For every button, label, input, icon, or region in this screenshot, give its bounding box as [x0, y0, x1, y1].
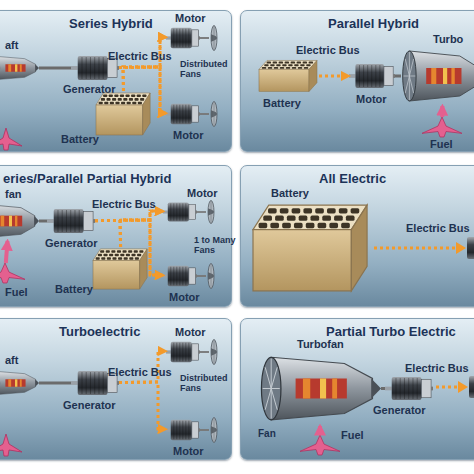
component-node: Motor: [163, 200, 223, 224]
component-label: Motor: [175, 12, 206, 25]
motor-body: [166, 104, 200, 124]
component-node: Battery: [259, 59, 319, 93]
component-label: Battery: [263, 97, 301, 110]
turbo-icon: [0, 54, 39, 82]
component-label: Motor: [356, 93, 387, 106]
component-node: aft: [0, 54, 39, 82]
motorfan-icon: [163, 200, 223, 224]
motor-body: [166, 420, 200, 440]
panel-title: All Electric: [319, 171, 386, 186]
bat-icon: [93, 247, 149, 291]
panel-title: Turboelectric: [59, 324, 140, 339]
component-label: Motor: [187, 187, 218, 200]
component-label: Motor: [173, 445, 204, 458]
motor-body: [163, 266, 197, 286]
fuel-icon: [0, 263, 25, 283]
motor-body: [385, 377, 433, 400]
component-node: Turbofan: [259, 351, 381, 426]
component-label: Generator: [63, 399, 116, 412]
motor-body: [47, 209, 95, 233]
gen-icon: [47, 208, 95, 234]
component-node: Fuel: [422, 117, 462, 137]
component-label: aft: [5, 354, 18, 367]
component-label: Motor: [175, 326, 206, 339]
component-label: Battery: [271, 187, 309, 200]
component-label: Turbo: [433, 33, 463, 46]
turbo-icon: [259, 351, 381, 426]
component-node: Motor: [166, 101, 226, 127]
component-node: Motor: [166, 339, 226, 365]
motor-body: [166, 28, 200, 48]
component-node: Motor: [166, 25, 226, 51]
motorfan-icon: [166, 339, 226, 365]
component-node: Generator: [47, 208, 95, 234]
motor-body: [349, 64, 395, 88]
component-label: aft: [5, 39, 18, 52]
component-node: Fuel: [300, 435, 340, 455]
motorfan-icon: [166, 101, 226, 127]
component-node: Battery: [253, 201, 371, 295]
annotation-label: Fan: [258, 428, 276, 439]
motor-body: [71, 371, 119, 395]
annotation-label: Electric Bus: [108, 50, 172, 62]
component-node: aft: [0, 369, 39, 397]
motorfan-icon: [163, 263, 223, 289]
component-label: Generator: [45, 237, 98, 250]
component-node: Motor: [166, 417, 226, 443]
panel-title: Partial Turbo Electric: [326, 324, 456, 339]
motor-body: [166, 342, 200, 362]
motor-body: [163, 203, 197, 222]
motorfan-icon: [166, 417, 226, 443]
component-label: Battery: [55, 283, 93, 296]
component-label: Fuel: [5, 286, 28, 299]
panel-title: eries/Parallel Partial Hybrid: [3, 171, 171, 186]
annotation-label: Distributed Fans: [180, 60, 232, 80]
component-node: Turbo: [401, 46, 474, 106]
fuel-icon: [300, 435, 340, 455]
component-label: Motor: [169, 291, 200, 304]
component-node: Generator: [385, 376, 433, 401]
component-label: Turbofan: [297, 338, 344, 351]
annotation-label: Electric Bus: [296, 44, 360, 56]
component-label: Motor: [173, 129, 204, 142]
architecture-panel: Parallel HybridBatteryMotorTurboFuel: [240, 10, 474, 152]
component-node: Fuel: [0, 263, 25, 283]
component-label: Fuel: [430, 138, 453, 151]
component-node: fan: [0, 201, 39, 241]
turbo-icon: [401, 46, 474, 106]
motor-cropped: [469, 376, 474, 398]
panel-title: Series Hybrid: [69, 16, 153, 31]
bat-icon: [253, 201, 371, 295]
motor-body: [71, 56, 119, 80]
motorfan-icon: [166, 25, 226, 51]
component-node: Motor: [349, 63, 395, 89]
panel-title: Parallel Hybrid: [328, 16, 419, 31]
component-label: Battery: [61, 133, 99, 146]
annotation-label: 1 to Many Fans: [194, 236, 240, 256]
bat-icon: [259, 59, 319, 93]
annotation-label: Distributed Fans: [180, 374, 232, 394]
annotation-label: Electric Bus: [406, 222, 470, 234]
component-label: Fuel: [341, 429, 364, 442]
annotation-label: Electric Bus: [405, 362, 469, 374]
component-label: fan: [5, 188, 22, 201]
motor-cropped: [467, 237, 474, 259]
annotation-label: Electric Bus: [108, 366, 172, 378]
annotation-label: Electric Bus: [92, 198, 156, 210]
gen-icon: [349, 63, 395, 89]
component-node: Battery: [93, 247, 149, 291]
architecture-panel: All ElectricBattery: [240, 165, 474, 307]
turbo-icon: [0, 201, 39, 241]
component-node: Battery: [96, 91, 152, 137]
turbo-icon: [0, 369, 39, 397]
gen-icon: [385, 376, 433, 401]
architecture-panel: Series HybridaftGeneratorMotorBatteryMot…: [0, 10, 232, 152]
bat-icon: [96, 91, 152, 137]
component-node: Motor: [163, 263, 223, 289]
fuel-icon: [422, 117, 462, 137]
component-label: Generator: [373, 404, 426, 417]
